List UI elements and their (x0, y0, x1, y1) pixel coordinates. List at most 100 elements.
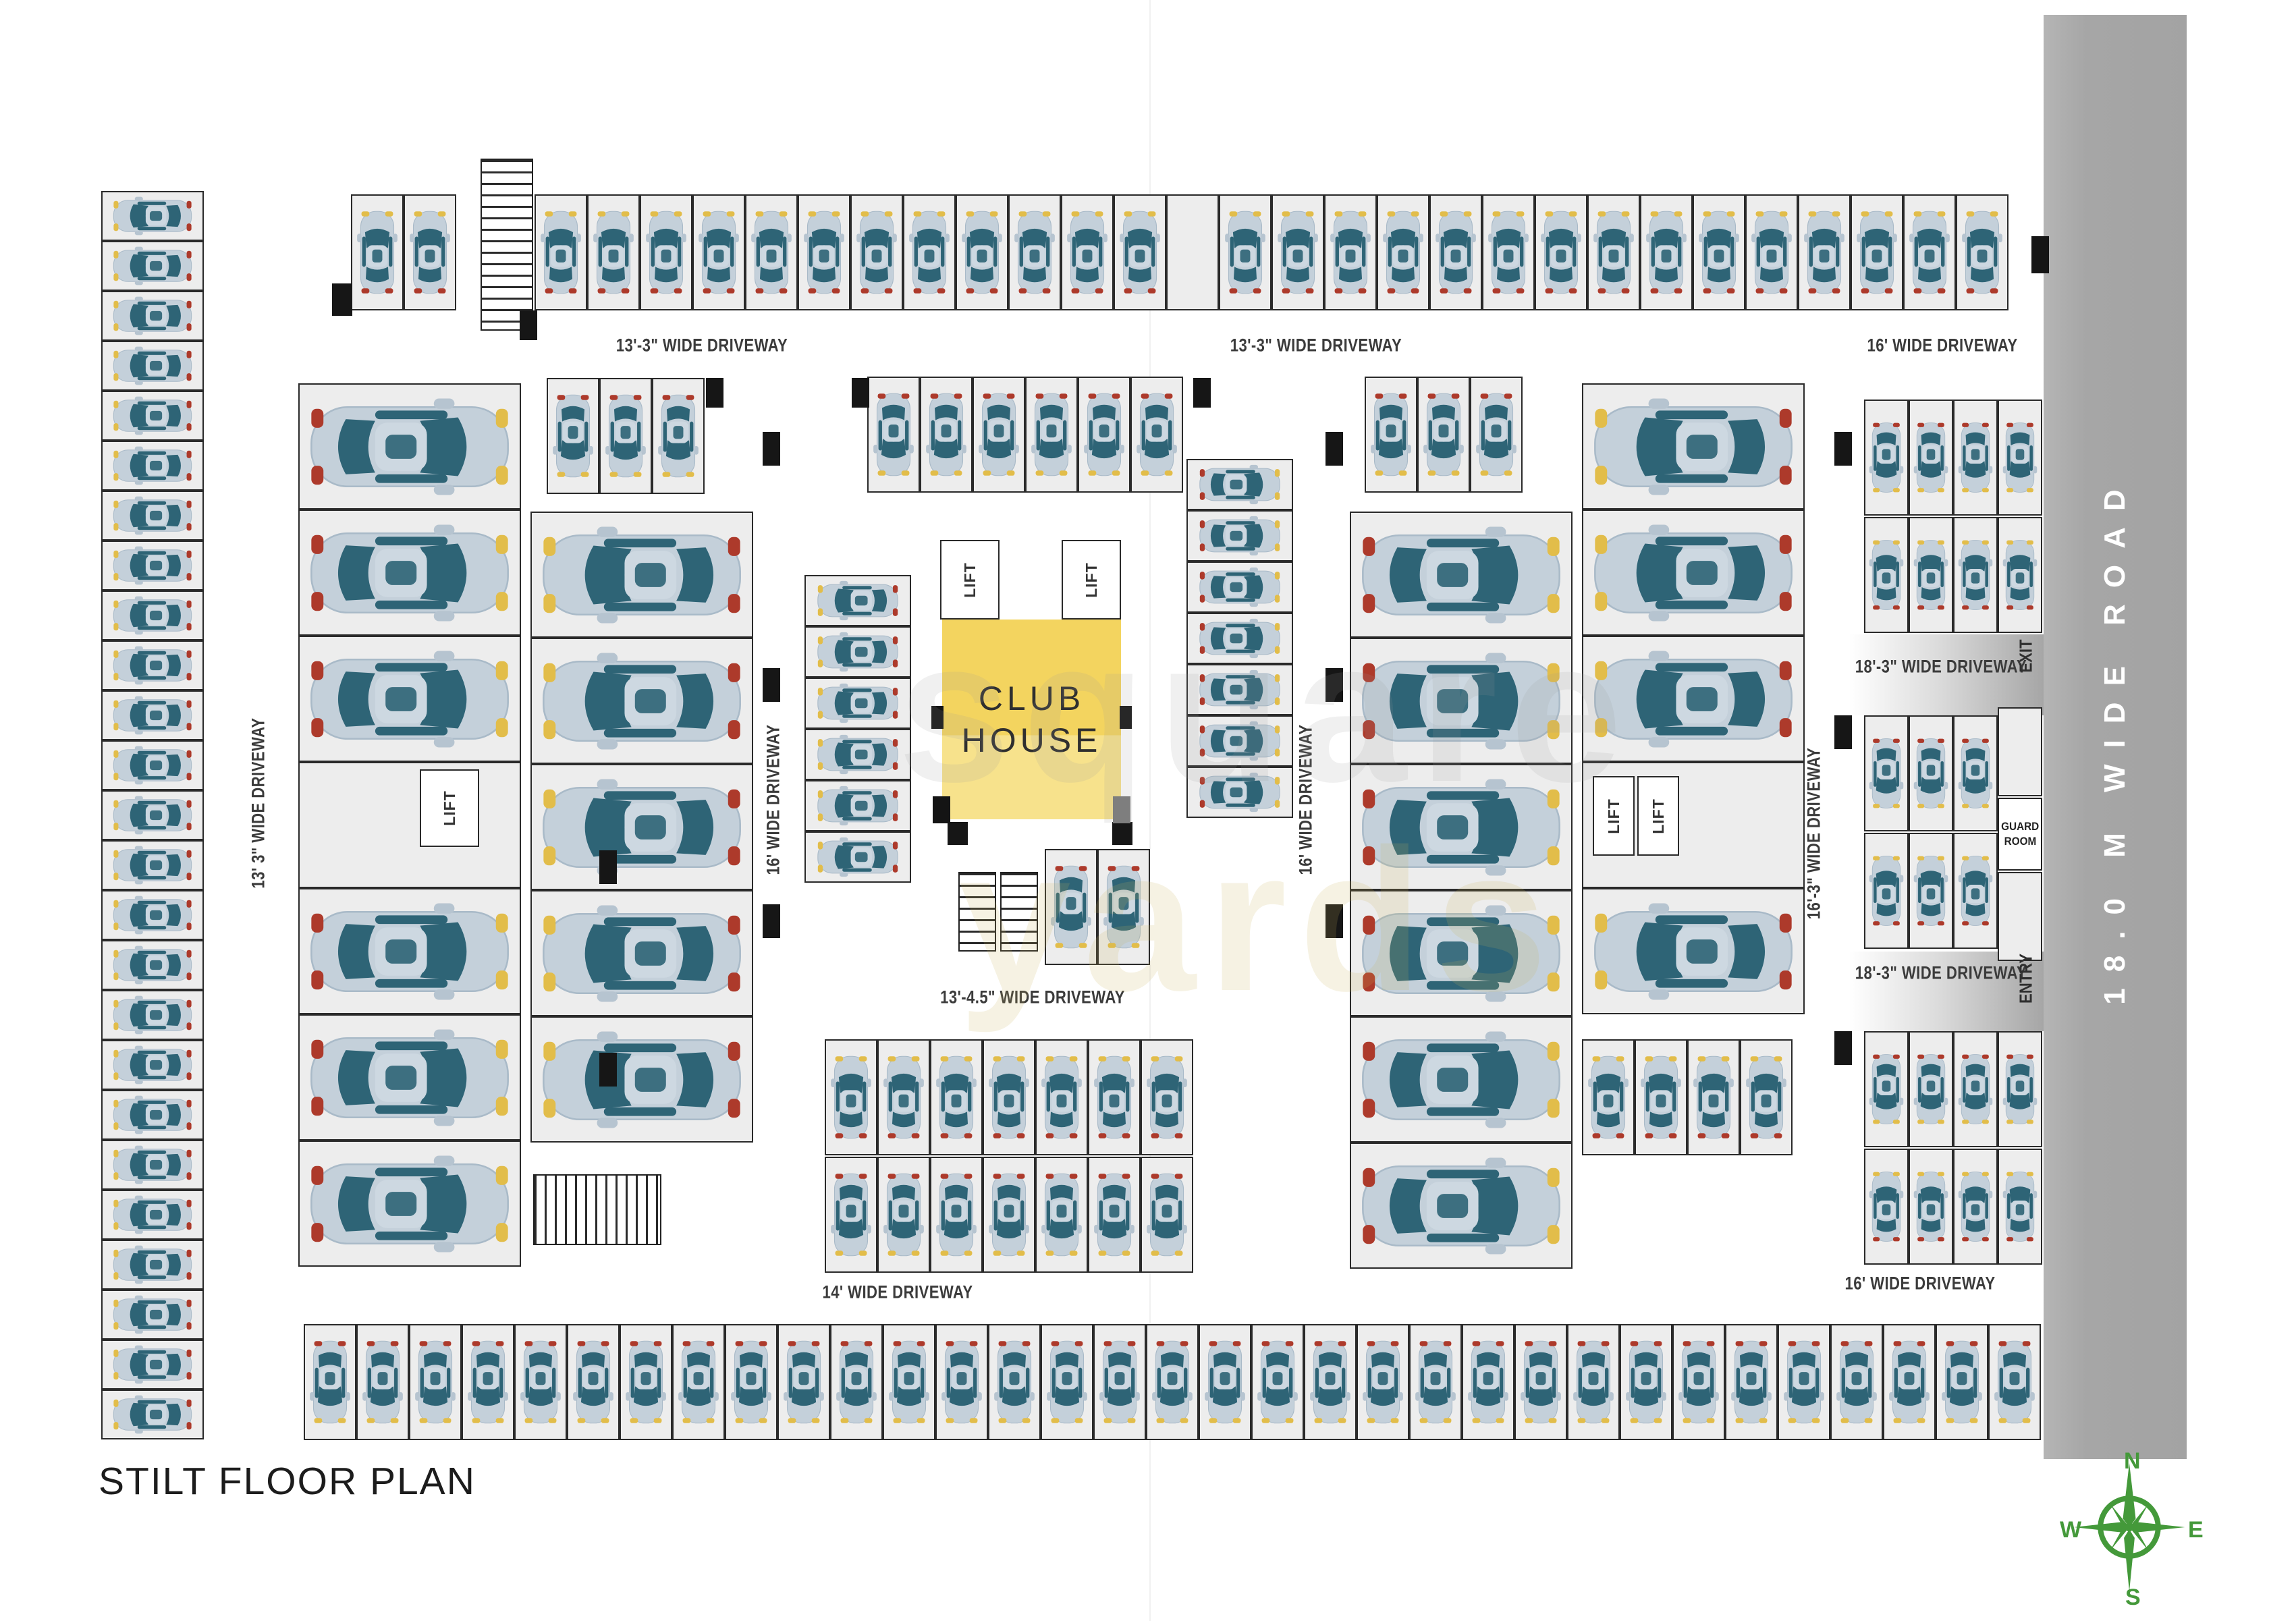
parking-stall (1909, 833, 1953, 949)
parking-stall (1041, 1324, 1093, 1440)
car-icon (1357, 523, 1566, 626)
parking-stall (867, 377, 920, 493)
car-icon (935, 1044, 978, 1151)
car-icon (1309, 1329, 1352, 1435)
parking-stall (1035, 1157, 1088, 1273)
car-icon (1868, 1036, 1905, 1143)
car-icon (361, 1329, 404, 1435)
car-icon (1357, 775, 1566, 879)
column-marker (1193, 378, 1211, 408)
car-icon (1224, 199, 1267, 306)
parking-stall (1740, 1039, 1793, 1155)
parking-stall (1088, 1157, 1141, 1273)
parking-stall (1482, 194, 1535, 310)
parking-stall (1130, 377, 1183, 493)
parking-stall (1514, 1324, 1567, 1440)
car-icon (1957, 522, 1994, 628)
car-icon (1329, 199, 1372, 306)
parking-stall (101, 491, 204, 541)
car-icon (1782, 1329, 1826, 1435)
car-icon (2002, 404, 2038, 511)
parking-stall (1953, 833, 1998, 949)
column-marker (763, 904, 780, 938)
parking-stall (1998, 1149, 2042, 1265)
parking-stall (1936, 1324, 1988, 1440)
exit-label: EXIT (2015, 639, 2036, 673)
parking-stall (1909, 1031, 1953, 1147)
parking-stall (1687, 1039, 1740, 1155)
parking-stall (1830, 1324, 1883, 1440)
car-icon (105, 595, 201, 636)
lift-label: LIFT (960, 561, 979, 598)
car-icon (1677, 1329, 1720, 1435)
parking-stall (1186, 613, 1293, 664)
parking-stall (804, 780, 911, 831)
car-icon (1692, 1044, 1735, 1151)
car-icon (1434, 199, 1477, 306)
parking-stall (672, 1324, 725, 1440)
parking-stall (101, 590, 204, 640)
column-marker (599, 1053, 617, 1087)
parking-stall (850, 194, 903, 310)
car-icon (105, 645, 201, 686)
parking-stall (101, 191, 204, 241)
parking-stall (101, 341, 204, 391)
car-icon (1539, 199, 1583, 306)
parking-stall (1025, 377, 1078, 493)
driveway-label: 16' WIDE DRIVEWAY (763, 724, 784, 875)
car-icon (537, 523, 746, 626)
parking-stall (825, 1157, 877, 1273)
car-icon (105, 895, 201, 936)
car-icon (1190, 617, 1290, 659)
car-icon (592, 199, 635, 306)
column-marker (1113, 796, 1130, 823)
staircase (533, 1174, 661, 1245)
car-icon (105, 495, 201, 537)
parking-stall (101, 1040, 204, 1090)
column-marker (948, 822, 968, 845)
column-marker (1112, 822, 1132, 845)
guard-room-label-line2: ROOM (2004, 835, 2036, 848)
car-icon (1066, 199, 1109, 306)
parking-stall (1008, 194, 1061, 310)
car-icon (1467, 1329, 1510, 1435)
parking-stall (298, 383, 521, 510)
car-icon (105, 945, 201, 986)
parking-stall (877, 1157, 930, 1273)
parking-stall (1864, 1149, 1909, 1265)
car-icon (1256, 1329, 1299, 1435)
parking-stall (1357, 1324, 1409, 1440)
driveway-gradient (1849, 952, 2044, 1031)
parking-stall (1864, 833, 1909, 949)
parking-stall (1350, 1143, 1573, 1269)
parking-stall (956, 194, 1008, 310)
car-icon (1868, 1153, 1905, 1260)
car-icon (1422, 381, 1465, 488)
car-icon (305, 900, 514, 1003)
car-icon (1083, 381, 1126, 488)
car-icon (1151, 1329, 1194, 1435)
driveway-label: 16' WIDE DRIVEWAY (1844, 1273, 1996, 1294)
column-marker (1834, 432, 1852, 466)
parking-stall (1956, 194, 2008, 310)
car-icon (1098, 1329, 1141, 1435)
car-icon (1190, 515, 1290, 557)
car-icon (1093, 1161, 1136, 1268)
parking-stall (1417, 377, 1470, 493)
car-icon (604, 383, 647, 489)
lift-box: LIFT (1593, 776, 1635, 856)
car-icon (1361, 1329, 1404, 1435)
column-marker (763, 432, 780, 466)
empty-parking-stall (1998, 872, 2042, 961)
car-icon (519, 1329, 562, 1435)
car-icon (537, 649, 746, 752)
car-icon (308, 1329, 352, 1435)
driveway-label: 18'-3" WIDE DRIVEWAY (1855, 962, 2027, 983)
car-icon (1913, 720, 1949, 827)
car-icon (908, 199, 951, 306)
car-icon (1487, 199, 1530, 306)
parking-stall (1582, 510, 1805, 636)
parking-stall (101, 940, 204, 990)
parking-stall (1462, 1324, 1514, 1440)
